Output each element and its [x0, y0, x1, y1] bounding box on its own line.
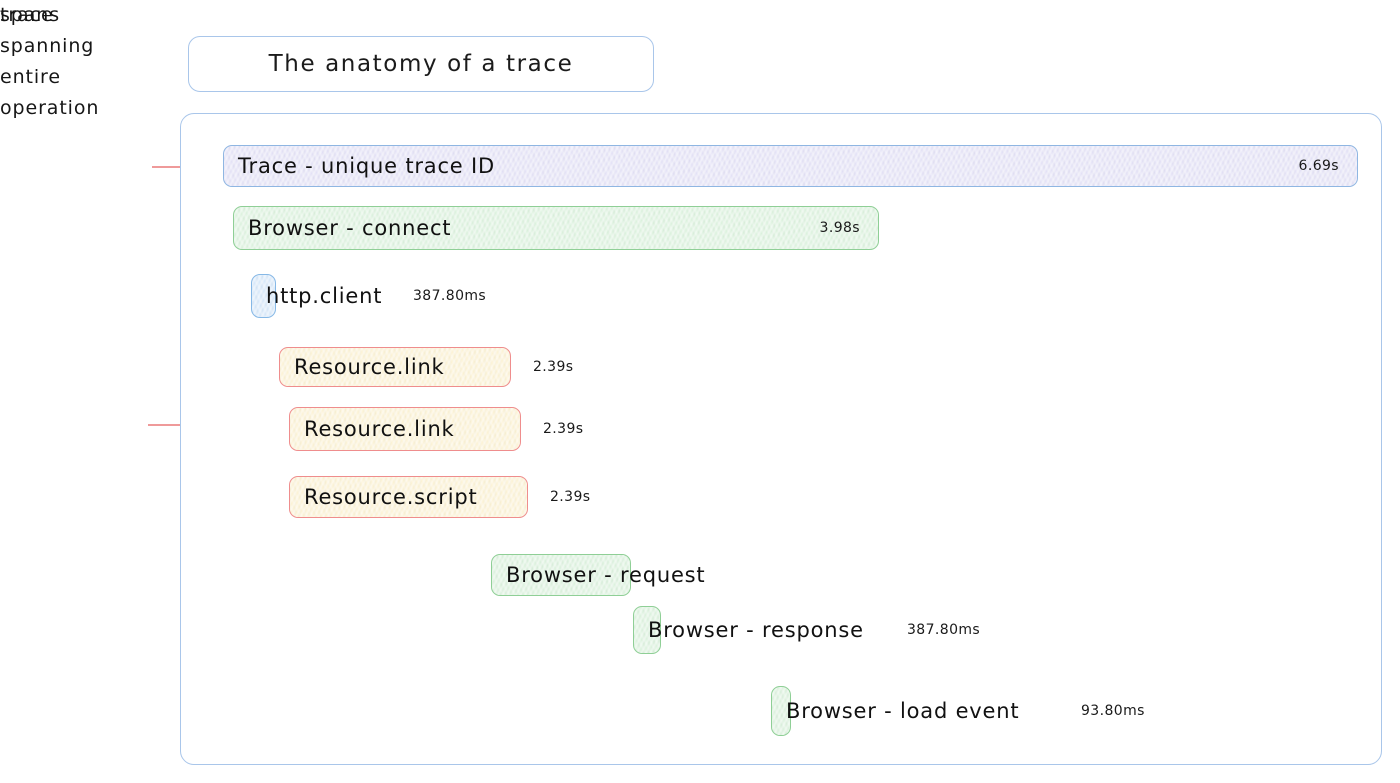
- span-label: Resource.link: [294, 355, 445, 379]
- span-bar[interactable]: Resource.link: [279, 347, 511, 387]
- span-row[interactable]: Trace - unique trace ID 6.69s: [223, 145, 1358, 187]
- span-duration: 6.69s: [1298, 158, 1339, 174]
- span-label: http.client: [266, 284, 383, 308]
- span-label: Browser - load event: [786, 699, 1020, 723]
- span-label: Browser - connect: [248, 216, 452, 240]
- span-bar[interactable]: Browser - load event: [771, 686, 1019, 736]
- span-label: Resource.link: [304, 417, 455, 441]
- span-row[interactable]: Browser - response 387.80ms: [633, 606, 980, 654]
- span-row[interactable]: Resource.link 2.39s: [289, 407, 583, 451]
- span-label: Trace - unique trace ID: [238, 154, 495, 178]
- span-label: Browser - response: [648, 618, 864, 642]
- span-bar[interactable]: Browser - connect 3.98s: [233, 206, 879, 250]
- span-duration: 2.39s: [543, 421, 584, 437]
- span-row[interactable]: http.client 387.80ms: [251, 274, 486, 318]
- span-bar[interactable]: Resource.link: [289, 407, 521, 451]
- span-bar[interactable]: http.client: [251, 274, 381, 318]
- annotation-spans-label: spans: [0, 4, 61, 26]
- title-card: The anatomy of a trace: [188, 36, 654, 92]
- span-bar[interactable]: Trace - unique trace ID 6.69s: [223, 145, 1358, 187]
- span-duration: 2.39s: [550, 489, 591, 505]
- span-duration: 3.98s: [819, 220, 860, 236]
- span-duration: 387.80ms: [907, 622, 981, 638]
- span-row[interactable]: Resource.link 2.39s: [279, 347, 573, 387]
- span-bar[interactable]: Resource.script: [289, 476, 528, 518]
- span-label: Browser - request: [506, 563, 706, 587]
- span-row[interactable]: Browser - connect 3.98s: [233, 206, 879, 250]
- span-row[interactable]: Browser - load event 93.80ms: [771, 686, 1145, 736]
- span-row[interactable]: Browser - request: [491, 554, 705, 596]
- span-row[interactable]: Resource.script 2.39s: [289, 476, 590, 518]
- span-bar[interactable]: Browser - response: [633, 606, 863, 654]
- span-label: Resource.script: [304, 485, 478, 509]
- span-duration: 387.80ms: [413, 288, 487, 304]
- annotation-trace-label: trace spanning entire operation: [0, 4, 100, 119]
- annotation-trace-leader: [152, 166, 198, 168]
- page-title: The anatomy of a trace: [268, 51, 574, 77]
- span-duration: 93.80ms: [1081, 703, 1145, 719]
- span-duration: 2.39s: [533, 359, 574, 375]
- span-bar[interactable]: Browser - request: [491, 554, 705, 596]
